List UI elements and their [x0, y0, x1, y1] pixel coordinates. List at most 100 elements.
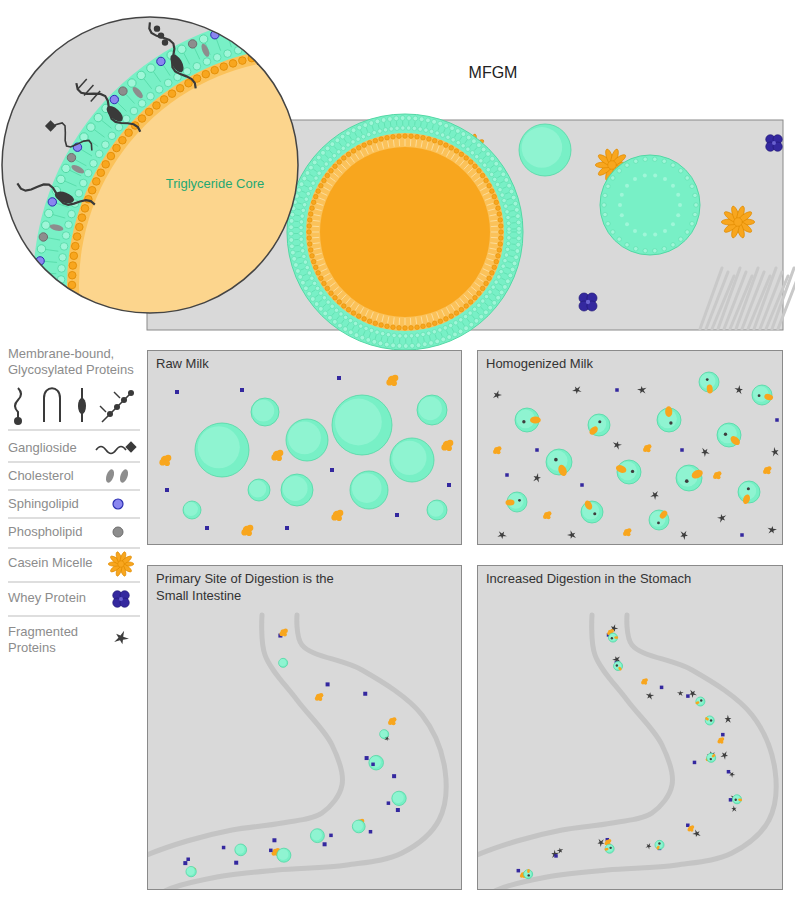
phospholipid [119, 87, 127, 95]
lipid-head [444, 123, 449, 128]
inner-head [454, 149, 459, 154]
lipid-head [468, 311, 472, 315]
lipid-tail [457, 325, 459, 328]
glycan-unit [121, 397, 127, 403]
inner-tail [442, 310, 445, 316]
inner-head [449, 314, 454, 319]
panel-box: Increased Digestion in the Stomach [477, 565, 783, 890]
inner-tail [382, 315, 384, 322]
whey-center [119, 597, 123, 601]
casein-blob-part [717, 471, 722, 476]
inner-tail [475, 283, 481, 287]
lipid-tail [332, 313, 335, 316]
inner-head [322, 178, 327, 183]
casein-blob [331, 510, 343, 521]
casein-micelle [108, 551, 133, 577]
inner-head [287, 49, 295, 57]
globule-head [603, 193, 607, 197]
globule-dot [653, 233, 657, 237]
lipid-head [514, 207, 519, 212]
lipid-tail [53, 215, 66, 218]
lipid-head [501, 264, 505, 268]
lipid-head [359, 324, 363, 328]
lipid-head [213, 54, 221, 62]
globule-highlight [198, 426, 240, 468]
globule-head [643, 157, 647, 161]
inner-head [337, 160, 342, 165]
protein-domain [53, 189, 75, 205]
lipid-head [299, 237, 303, 241]
lipid-head [476, 143, 481, 148]
inner-head [494, 200, 499, 205]
panel-box: Homogenized Milk [477, 350, 783, 545]
inner-tail [415, 140, 417, 147]
lipid-tail [393, 338, 394, 342]
inner-tail [330, 177, 336, 181]
ganglioside-head [45, 120, 56, 131]
lipid-head [332, 153, 336, 157]
inner-tail [437, 312, 440, 319]
microvillus [730, 276, 752, 329]
inner-head [351, 149, 356, 154]
lipid-tail [298, 203, 302, 204]
fat-globule [279, 658, 288, 667]
lipid-tail [455, 134, 457, 138]
fragmented-protein [771, 447, 779, 456]
lipid-head [484, 294, 488, 298]
microvillus [748, 276, 770, 329]
inner-head [176, 84, 184, 92]
lipid-tail [414, 121, 415, 125]
inner-tail [388, 141, 389, 148]
inner-tail [437, 146, 440, 153]
lipid-head [115, 123, 123, 131]
fragmented-protein [114, 631, 129, 645]
inner-layer [306, 133, 504, 331]
inner-tail [376, 314, 378, 321]
lipid-head [507, 183, 512, 188]
lipid-tail [332, 25, 333, 38]
casein-center [118, 561, 125, 568]
fat-globule [350, 471, 388, 509]
lipid-head [464, 326, 469, 331]
lipid-tail [296, 251, 300, 253]
inner-head [484, 178, 489, 183]
glycan-branch [114, 392, 120, 398]
lipid-tail [496, 289, 499, 291]
lipid-head [35, 269, 43, 277]
lipid-head [299, 182, 304, 187]
fragmented-protein [497, 531, 506, 539]
microvillus [712, 276, 734, 329]
fat-globule [251, 398, 279, 426]
protein-domain [168, 52, 187, 74]
inner-head [102, 160, 110, 168]
glycan-unit [162, 39, 168, 45]
lipid-head [369, 328, 373, 332]
lipid-tail [485, 303, 488, 306]
lipid-head [326, 300, 330, 304]
inner-head [342, 304, 347, 309]
lipid-tail [184, 53, 190, 65]
lipid-head [486, 152, 491, 157]
inner-head [379, 137, 384, 142]
globule-dot [676, 213, 680, 217]
lipid-tail [303, 274, 307, 276]
inner-head [498, 218, 503, 223]
lipid-head [435, 131, 439, 135]
inner-head [319, 183, 324, 188]
inner-tail [460, 160, 464, 165]
lipid-head [346, 143, 350, 147]
inner-head [367, 319, 372, 324]
lipid-tail [402, 121, 403, 125]
lipid-head [514, 255, 519, 260]
lipid-head [505, 279, 510, 284]
casein-blob [388, 717, 397, 725]
inner-head [496, 254, 501, 259]
inner-head [310, 254, 315, 259]
inner-head [185, 79, 193, 87]
fat-globule [195, 423, 249, 477]
lipid-tail [467, 319, 469, 322]
globule-head [679, 237, 683, 241]
whey-dot [365, 756, 369, 760]
casein-blob-part [337, 510, 343, 516]
inner-tail [451, 153, 455, 159]
